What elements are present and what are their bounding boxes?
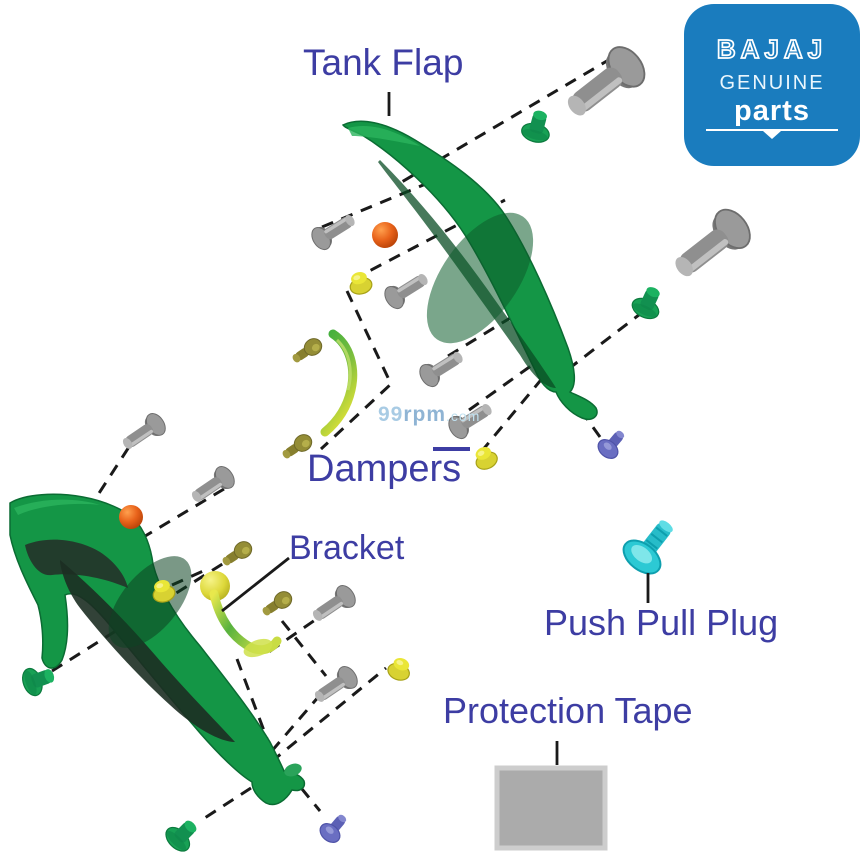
push-pull-plug-label: Push Pull Plug	[544, 602, 779, 643]
protection-tape-label: Protection Tape	[443, 690, 693, 731]
logo-brand-text: BAJAJ	[716, 33, 828, 65]
watermark-part3: .com	[446, 408, 481, 424]
dampers-label: Dampers	[307, 448, 462, 490]
damper-bracket-bottom-part	[200, 571, 282, 658]
bracket-top-part	[320, 329, 358, 437]
bajaj-genuine-parts-logo: BAJAJ GENUINE parts	[684, 4, 860, 166]
logo-parts-text: parts	[734, 95, 810, 127]
watermark: 99rpm.com	[378, 403, 480, 427]
push-pull-plug-part	[622, 520, 673, 575]
tank-flap-right-part	[341, 120, 598, 420]
logo-underline	[706, 129, 838, 131]
logo-genuine-text: GENUINE	[719, 72, 825, 94]
watermark-part1: 99	[378, 403, 404, 426]
tank-flap-left-part	[9, 493, 306, 806]
protection-tape-part	[494, 765, 608, 851]
logo-down-arrow-icon	[763, 131, 781, 139]
watermark-part2: rpm	[403, 403, 447, 426]
damper-orange-parts	[119, 222, 398, 529]
label-pointer-lines	[221, 92, 650, 765]
bracket-label: Bracket	[289, 529, 405, 567]
tank-flap-label: Tank Flap	[303, 42, 464, 83]
